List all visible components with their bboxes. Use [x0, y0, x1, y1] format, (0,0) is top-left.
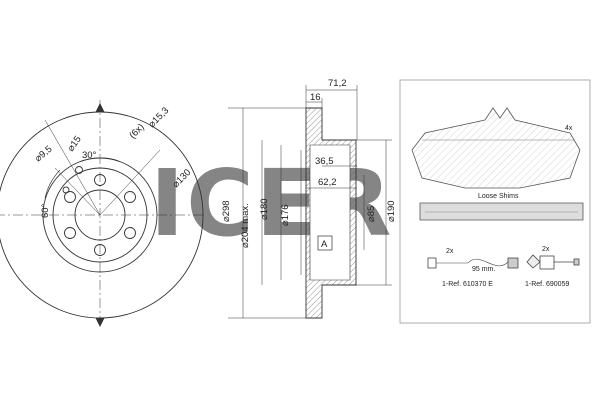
bolt-hole [94, 174, 106, 186]
pads-kit: 4x Loose Shims 2x 95 mm. 1-Ref. 610370 E… [399, 79, 591, 324]
bolt-hole [124, 191, 136, 203]
hub-dia-label: ⌀176 [280, 204, 291, 226]
bolt-hole-dia-label: ⌀15,3 [146, 105, 171, 130]
section-marker-box [317, 235, 333, 251]
pads-quantity-label: 4x [565, 125, 573, 132]
sensor-left-ref: 1-Ref. 610370 E [442, 281, 493, 288]
hat-inner-label: 36,5 [315, 156, 334, 167]
sensor-left-qty: 2x [446, 248, 454, 255]
hat-outer-label: ⌀180 [259, 198, 270, 220]
section-label: A [321, 239, 328, 250]
wear-sensor-left [427, 257, 519, 269]
small-hole [75, 166, 83, 174]
hat-dia-label: ⌀190 [386, 200, 397, 222]
hat-height-label: 62,2 [318, 177, 337, 188]
friction-inner-label: ⌀204 max. [240, 203, 251, 248]
small-hole [62, 186, 70, 194]
centre-bore-label: ⌀85 [366, 206, 377, 222]
angle-60-label: 60° [40, 203, 51, 218]
shims-label: Loose Shims [478, 193, 519, 200]
sensor-right-ref: 1-Ref. 690059 [525, 281, 569, 288]
bolt-hole [94, 244, 106, 256]
front-view [0, 100, 205, 328]
sensor-right-qty: 2x [542, 246, 550, 253]
shim-plate [419, 202, 584, 221]
sensor-left-length: 95 mm. [472, 266, 495, 273]
side-view [228, 85, 392, 319]
side-view-labels: 71,2 16 36,5 62,2 ⌀298 ⌀204 max. ⌀180 ⌀1… [221, 78, 397, 250]
brake-pad [411, 107, 581, 189]
bolt-hole [124, 227, 136, 239]
angle-30-label: 30° [82, 150, 97, 161]
wear-sensor-right [526, 254, 580, 270]
bolt-hole [64, 191, 76, 203]
bolt-count-label: (6x) [127, 122, 146, 141]
small-hole-dia-label: ⌀9,5 [33, 144, 55, 165]
bolt-hole [64, 227, 76, 239]
disc-thickness-label: 16 [310, 92, 321, 103]
total-height-label: 71,2 [328, 78, 347, 89]
outer-dia-label: ⌀298 [221, 200, 232, 222]
